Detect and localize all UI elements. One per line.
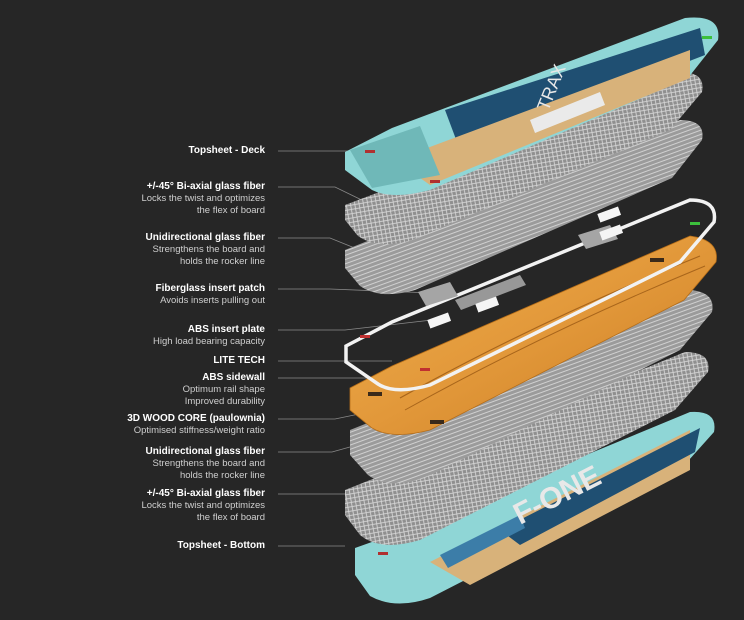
label-desc: Improved durability <box>184 396 265 407</box>
label-wood-core: 3D WOOD CORE (paulownia) Optimised stiff… <box>127 413 265 437</box>
label-abs-sidewall: ABS sidewall Optimum rail shape Improved… <box>183 372 265 408</box>
label-title: Topsheet - Bottom <box>177 540 265 551</box>
label-title: Topsheet - Deck <box>188 145 266 156</box>
label-title: ABS sidewall <box>202 372 265 383</box>
label-desc: holds the rocker line <box>179 470 265 481</box>
unidirectional-glass-fiber-top-layer <box>345 120 703 295</box>
topsheet-deck-layer: TRAX <box>345 17 719 195</box>
label-abs-insert-plate: ABS insert plate High load bearing capac… <box>153 324 265 348</box>
label-title: +/-45° Bi-axial glass fiber <box>146 181 265 192</box>
label-unidirectional-bottom: Unidirectional glass fiber Strengthens t… <box>146 446 265 482</box>
label-title: Fiberglass insert patch <box>155 283 265 294</box>
label-biaxial-bottom: +/-45° Bi-axial glass fiber Locks the tw… <box>141 488 265 524</box>
label-desc: High load bearing capacity <box>153 336 265 347</box>
label-fiberglass-insert-patch: Fiberglass insert patch Avoids inserts p… <box>156 283 265 307</box>
topsheet-bottom-layer: F-ONE <box>355 411 715 604</box>
label-title: LITE TECH <box>213 355 265 366</box>
label-title: +/-45° Bi-axial glass fiber <box>146 488 265 499</box>
label-biaxial-top: +/-45° Bi-axial glass fiber Locks the tw… <box>141 181 265 217</box>
label-lite-tech: LITE TECH <box>213 355 265 367</box>
label-desc: Strengthens the board and <box>152 244 265 255</box>
label-desc: the flex of board <box>196 205 265 216</box>
label-topsheet-bottom: Topsheet - Bottom <box>177 540 265 552</box>
label-desc: Avoids inserts pulling out <box>160 295 265 306</box>
label-desc: Optimum rail shape <box>182 384 265 395</box>
label-desc: Locks the twist and optimizes <box>141 500 265 511</box>
abs-sidewall-frame <box>344 198 717 392</box>
label-title: Unidirectional glass fiber <box>145 232 265 243</box>
label-desc: holds the rocker line <box>179 256 265 267</box>
label-title: Unidirectional glass fiber <box>145 446 265 457</box>
biaxial-glass-fiber-top-layer <box>345 72 703 245</box>
label-desc: the flex of board <box>196 512 265 523</box>
label-desc: Locks the twist and optimizes <box>141 193 265 204</box>
label-desc: Optimised stiffness/weight ratio <box>133 425 265 436</box>
biaxial-glass-fiber-bottom-layer <box>345 352 709 545</box>
label-title: ABS insert plate <box>187 324 265 335</box>
unidirectional-glass-fiber-bottom-layer <box>350 290 713 484</box>
label-desc: Strengthens the board and <box>152 458 265 469</box>
label-title: 3D WOOD CORE (paulownia) <box>127 413 265 424</box>
label-unidirectional-top: Unidirectional glass fiber Strengthens t… <box>146 232 265 268</box>
abs-insert-plate-layer <box>427 206 624 329</box>
label-topsheet-deck: Topsheet - Deck <box>189 145 266 157</box>
